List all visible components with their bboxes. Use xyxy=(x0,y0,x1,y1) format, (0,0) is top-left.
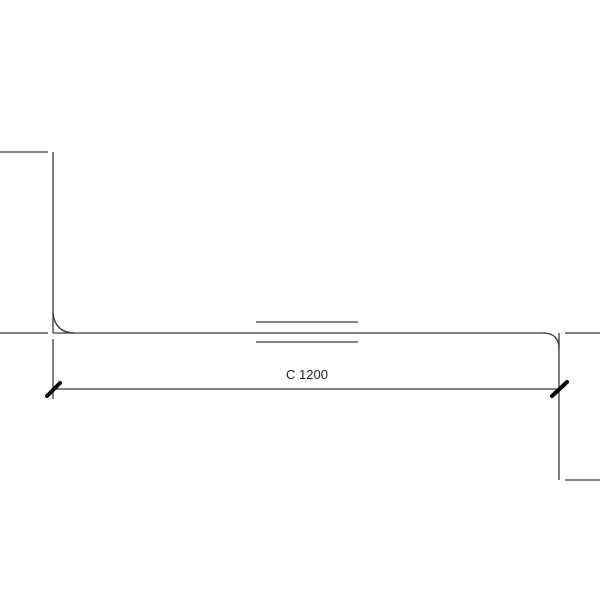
right-dimension-tick xyxy=(550,380,569,398)
left-corner-arc xyxy=(52,312,76,334)
right-corner-arc xyxy=(542,332,560,350)
dimension-label: C 1200 xyxy=(286,367,328,382)
left-dimension-tick xyxy=(45,381,62,398)
